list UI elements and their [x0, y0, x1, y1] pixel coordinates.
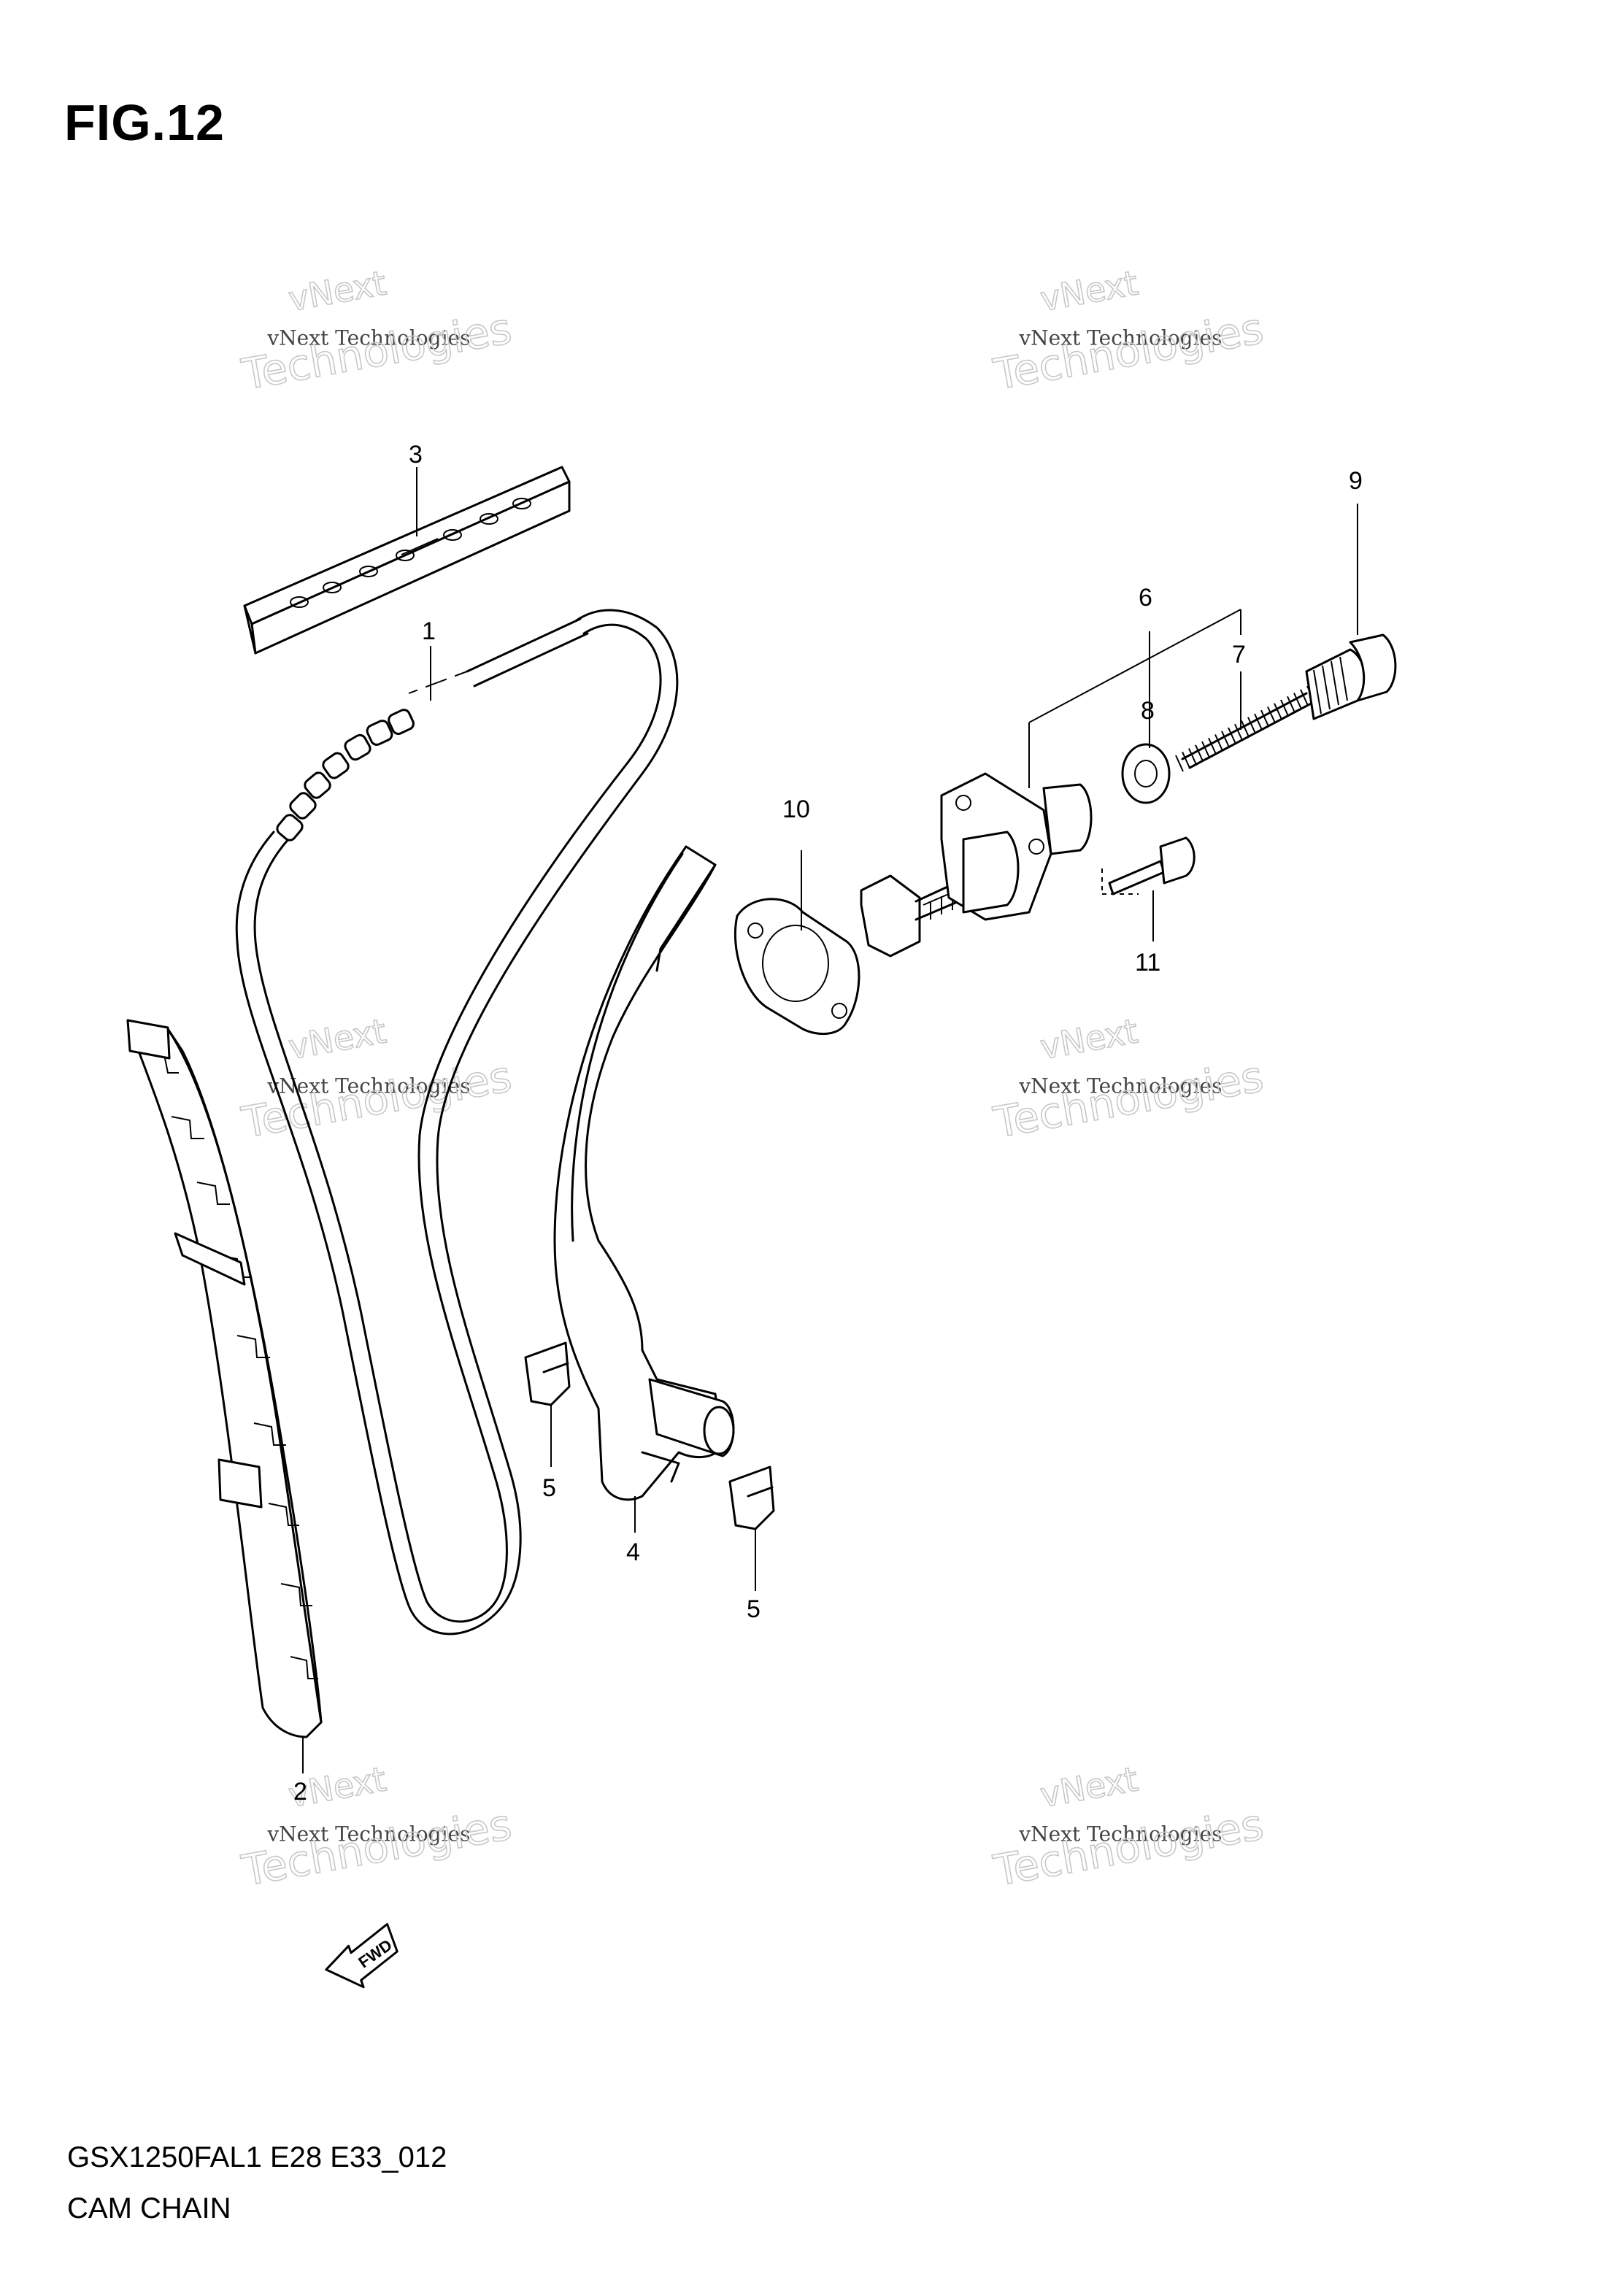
model-code: GSX1250FAL1 E28 E33_012 [67, 2141, 447, 2173]
part-2-chain-guide-left [126, 1019, 323, 1738]
watermark: vNext vNext Technologies Technologies [237, 263, 515, 401]
callout-8: 8 [1141, 697, 1155, 725]
part-3-chain-guide-top [243, 466, 571, 655]
callout-5: 5 [542, 1474, 556, 1502]
svg-text:Technologies: Technologies [990, 1800, 1267, 1896]
figure-name: CAM CHAIN [67, 2192, 231, 2224]
callout-6: 6 [1139, 584, 1152, 612]
svg-text:vNext: vNext [285, 1011, 389, 1067]
part-10-gasket [734, 898, 860, 1036]
svg-text:vNext Technologies: vNext Technologies [266, 325, 470, 350]
figure-title: FIG.12 [64, 94, 225, 151]
part-4-tensioner-arm [553, 845, 735, 1501]
watermark: vNext vNext Technologies Technologies [989, 263, 1267, 401]
part-5-damper-left [524, 1341, 571, 1406]
callout-9: 9 [1349, 467, 1363, 495]
watermark: vNext vNext Technologies Technologies [237, 1759, 515, 1897]
leader-lines [302, 467, 1358, 1773]
svg-text:vNext Technologies: vNext Technologies [266, 1074, 470, 1098]
callout-10: 10 [782, 795, 810, 823]
svg-text:Technologies: Technologies [990, 304, 1267, 400]
part-11-bolt [1108, 836, 1195, 895]
watermark: vNext vNext Technologies Technologies [989, 1759, 1267, 1897]
svg-text:Technologies: Technologies [990, 1052, 1267, 1148]
callout-11: 11 [1135, 949, 1160, 976]
svg-text:vNext Technologies: vNext Technologies [266, 1822, 470, 1846]
fwd-arrow-icon: FWD [325, 1922, 398, 1989]
callout-7: 7 [1232, 641, 1246, 669]
svg-text:Technologies: Technologies [238, 1800, 515, 1896]
callout-4: 4 [626, 1538, 640, 1566]
callout-3: 3 [409, 441, 423, 469]
callout-1: 1 [422, 617, 436, 645]
part-9-bolt [1305, 633, 1397, 720]
svg-text:vNext: vNext [1037, 1759, 1141, 1815]
svg-text:vNext Technologies: vNext Technologies [1018, 1822, 1222, 1846]
svg-text:vNext Technologies: vNext Technologies [1018, 1074, 1222, 1098]
callout-5: 5 [747, 1595, 761, 1623]
callout-2: 2 [293, 1778, 307, 1806]
svg-text:Technologies: Technologies [238, 304, 515, 400]
part-5-damper-right [728, 1465, 775, 1530]
svg-text:vNext: vNext [285, 263, 389, 319]
svg-text:vNext Technologies: vNext Technologies [1018, 325, 1222, 350]
part-6-tensioner-assembly [860, 772, 1093, 958]
callouts: 3 1 2 4 5 5 10 6 7 8 9 11 [293, 441, 1363, 1806]
part-7-spring [1175, 685, 1315, 772]
part-1-cam-chain [235, 609, 679, 1636]
svg-text:vNext: vNext [1037, 263, 1141, 319]
part-8-washer [1121, 743, 1171, 804]
watermark: vNext vNext Technologies Technologies [989, 1011, 1267, 1149]
svg-text:vNext: vNext [1037, 1011, 1141, 1067]
